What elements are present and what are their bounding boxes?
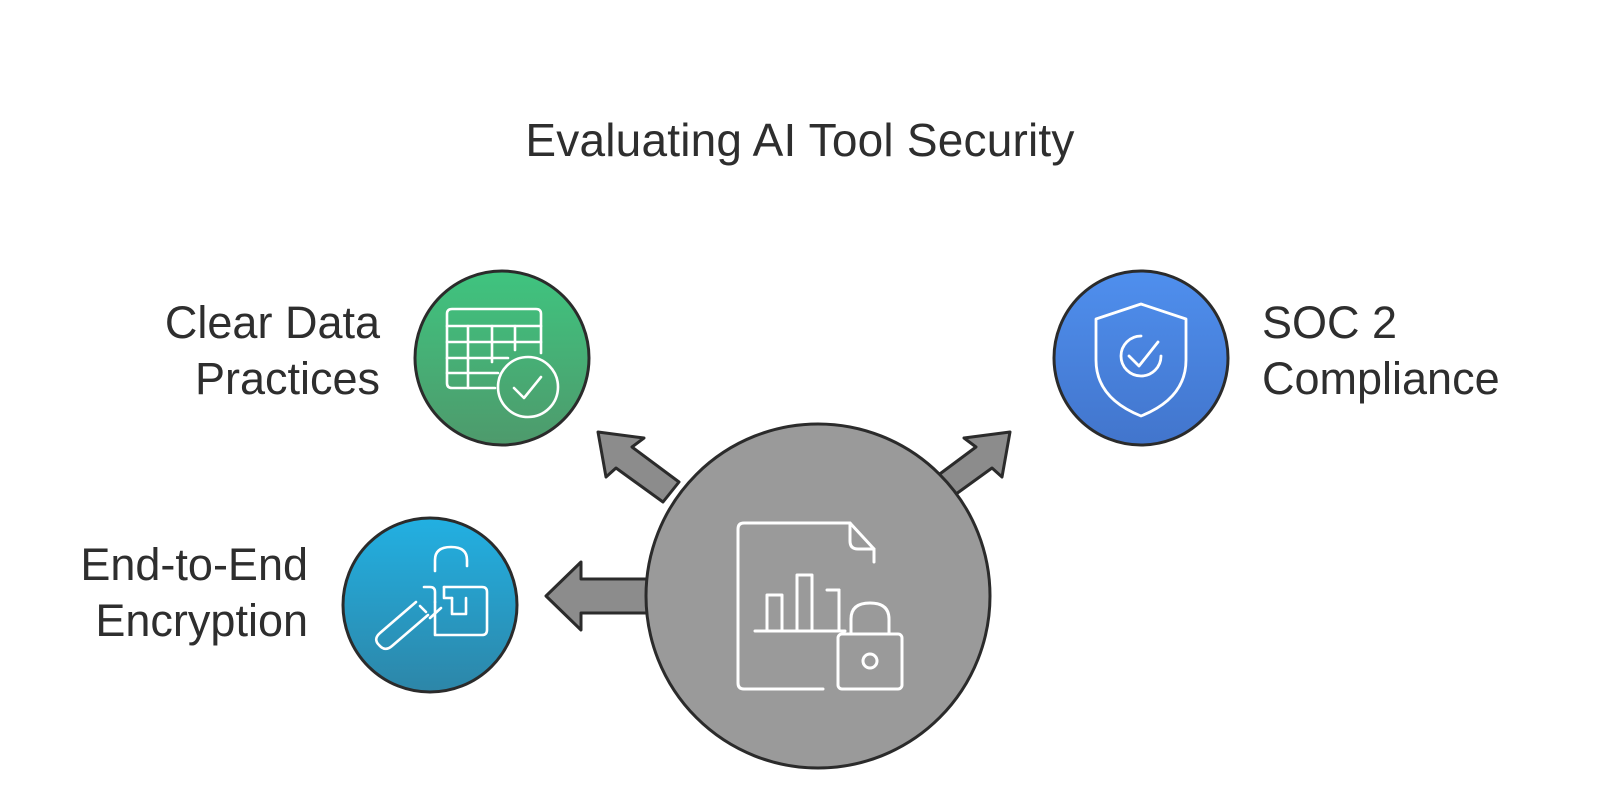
clear-data-node [413,269,591,447]
arrow-to-clear-data [596,430,681,504]
document-chart-lock-icon [736,521,904,691]
arrow-to-encryption [544,560,652,632]
soc2-label: SOC 2 Compliance [1262,295,1592,407]
diagram-title: Evaluating AI Tool Security [525,114,1075,166]
clear-data-label-line1: Clear Data [164,297,380,348]
shield-check-icon [1094,302,1188,418]
soc2-node [1052,269,1230,447]
clear-data-label-line2: Practices [194,353,380,404]
soc2-label-line2: Compliance [1262,353,1500,404]
encryption-node [341,516,519,694]
encryption-label-line2: Encryption [95,595,308,646]
soc2-label-line1: SOC 2 [1262,297,1398,348]
encryption-label-line1: End-to-End [80,539,308,590]
key-padlock-icon [374,545,489,651]
center-node [644,422,992,770]
clear-data-label: Clear Data Practices [80,295,380,407]
table-check-icon [445,307,560,419]
encryption-label: End-to-End Encryption [20,537,308,649]
